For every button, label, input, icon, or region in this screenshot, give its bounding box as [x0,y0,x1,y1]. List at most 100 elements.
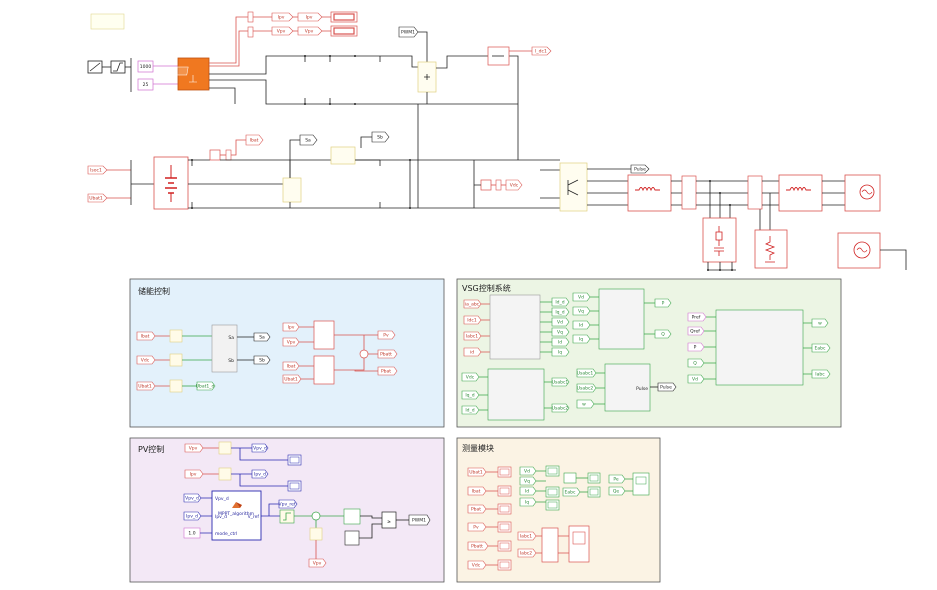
meas-qe[interactable] [608,486,626,496]
vsg-in-qref[interactable] [687,326,705,336]
storage-in-ubat[interactable] [136,381,156,391]
pv-error-sum[interactable] [311,511,321,521]
isoc1-from-tag[interactable] [87,165,108,175]
low-in-vdc[interactable] [461,372,480,382]
vdc-goto-tag[interactable] [505,179,523,191]
pv-power-goto[interactable] [377,330,396,340]
vsg-in-idc1[interactable] [463,315,482,325]
vsg-out-iq[interactable] [551,347,570,357]
scope-idq[interactable] [545,486,560,498]
vsg-out-idd[interactable] [551,297,570,307]
ubat1d-goto[interactable] [196,381,216,391]
pv-array[interactable] [177,57,210,91]
idc1-goto-tag[interactable] [531,46,552,56]
eabc-mux[interactable] [563,472,577,484]
ipvd-goto[interactable] [251,469,269,479]
vpvd-goto[interactable] [251,443,269,453]
storage-sb-goto[interactable] [253,355,271,365]
usabc1-goto[interactable] [551,377,570,387]
meas-pbat[interactable] [467,504,487,514]
pq-in-vq[interactable] [572,306,591,316]
pq-in-id[interactable] [572,320,591,330]
scope-pbat[interactable] [497,503,512,515]
meas-vq[interactable] [519,476,537,486]
vsg-out-id[interactable] [551,337,570,347]
pv-power-mult[interactable] [313,320,335,350]
vpv-feedback-filter[interactable] [309,527,323,541]
vsg-out-iqd[interactable] [551,307,570,317]
pwm1-goto[interactable] [408,514,431,526]
sb-from-tag[interactable] [371,131,390,143]
vsg-core-controller[interactable] [715,309,804,386]
meas-ibat[interactable] [467,486,487,496]
storage-sa-goto[interactable] [253,332,271,342]
scope-eabc[interactable] [587,472,601,484]
vsg-out-iabc[interactable] [811,369,831,379]
meas-eabc[interactable] [562,487,581,497]
scope-pbatt[interactable] [497,540,512,552]
temperature-const[interactable] [137,78,154,91]
meas-iq[interactable] [519,497,537,507]
vdc-meter[interactable] [480,179,492,191]
vpv-goto-tag[interactable] [271,26,294,36]
pwr-in-vpv[interactable] [282,337,300,347]
vsg-out-eabc[interactable] [811,343,831,353]
pq-in-iq[interactable] [572,334,591,344]
scope-vdq[interactable] [545,465,560,477]
scope-ibat[interactable] [497,485,512,497]
bat-power-mult[interactable] [313,355,335,385]
meas-ubat1[interactable] [467,467,487,477]
pbatt-goto[interactable] [377,349,398,359]
meas-pbatt[interactable] [467,541,489,551]
abc-demux[interactable] [541,527,559,563]
meas-id[interactable] [519,486,537,496]
storage-in-vdc[interactable] [136,355,156,365]
pv-pi-controller[interactable] [343,508,361,525]
pv-fb-vpv[interactable] [308,558,327,568]
vi-meas-2[interactable] [747,175,763,210]
vsg-in-id[interactable] [463,347,482,357]
mppt-in-ipvd[interactable] [183,511,202,521]
mppt-in-vpvd[interactable] [183,493,202,503]
sa-from-tag[interactable] [299,134,318,146]
power-sum[interactable] [359,349,369,359]
pv-filter-v[interactable] [218,441,232,455]
pq-in-vd[interactable] [572,292,591,302]
usabc2-goto[interactable] [551,403,570,413]
vsg-in-q[interactable] [687,358,705,368]
meas-pv[interactable] [467,522,487,532]
vsg-in-iabc1[interactable] [463,331,482,341]
vsg-in-iaabc[interactable] [463,299,482,309]
storage-in-ibat[interactable] [136,331,156,341]
meas-iabc2[interactable] [517,548,537,558]
grid-source[interactable] [844,174,881,212]
rl-filter-1[interactable] [627,174,672,212]
vsg-in-pref[interactable] [687,312,707,322]
meas-vd[interactable] [519,466,537,476]
scope-ubat1[interactable] [497,466,512,478]
meas-pe[interactable] [608,474,626,484]
scope-iq[interactable] [545,499,560,511]
vi-meas-1[interactable] [681,175,697,210]
low-in-iqd[interactable] [461,390,480,400]
scope-pv[interactable] [497,521,512,533]
ubat1-from-tag[interactable] [87,193,108,203]
irradiance-const[interactable] [137,60,154,73]
storage-filter-3[interactable] [169,379,183,393]
ac-voltage-source[interactable] [837,232,881,269]
storage-controller[interactable] [211,324,238,373]
scope-eabc-2[interactable] [587,486,601,498]
pwm-in-usabc2[interactable] [576,383,597,393]
sb-switch[interactable] [330,146,356,165]
ipv-from-tag[interactable] [297,12,323,22]
pv-in-ipv[interactable] [184,469,204,479]
meas-vdc[interactable] [467,560,487,570]
low-in-idd[interactable] [461,405,480,415]
scope-vdc[interactable] [497,559,512,571]
current-controller[interactable] [487,368,545,421]
pulse-goto[interactable] [657,382,677,392]
pwm1-from-tag[interactable] [398,26,419,38]
pq-calculation[interactable] [598,288,645,350]
pulse-from-tag[interactable] [630,164,650,174]
inverter-bridge[interactable] [559,162,588,212]
